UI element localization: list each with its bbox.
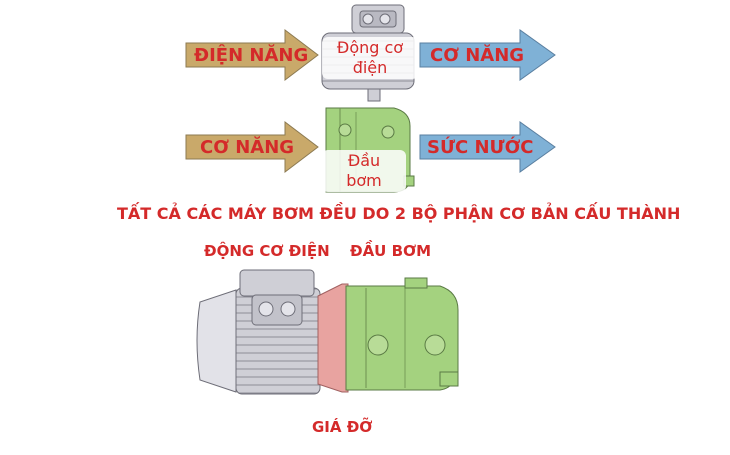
pump-assembly-illustration [196,269,459,395]
arrow-output-row2 [419,121,556,173]
row2-input-label: CƠ NĂNG [200,137,295,158]
arrow-input-row2 [185,120,319,174]
arrow-input-row1 [185,28,319,82]
motor-label: ĐỘNG CƠ ĐIỆN [204,242,330,260]
row2-component-label: Đầu bơm [322,150,406,192]
row2-output-label: SỨC NƯỚC [427,137,534,158]
row1-input-label: ĐIỆN NĂNG [194,45,309,66]
bracket-label: GIÁ ĐỠ [312,418,373,436]
headline: TẤT CẢ CÁC MÁY BƠM ĐỀU DO 2 BỘ PHẬN CƠ B… [117,204,681,223]
row1-output-label: CƠ NĂNG [430,45,525,66]
row1-component-label: Động cơ điện [322,37,418,79]
arrow-output-row1 [419,29,556,81]
pump-label: ĐẦU BƠM [350,242,432,260]
